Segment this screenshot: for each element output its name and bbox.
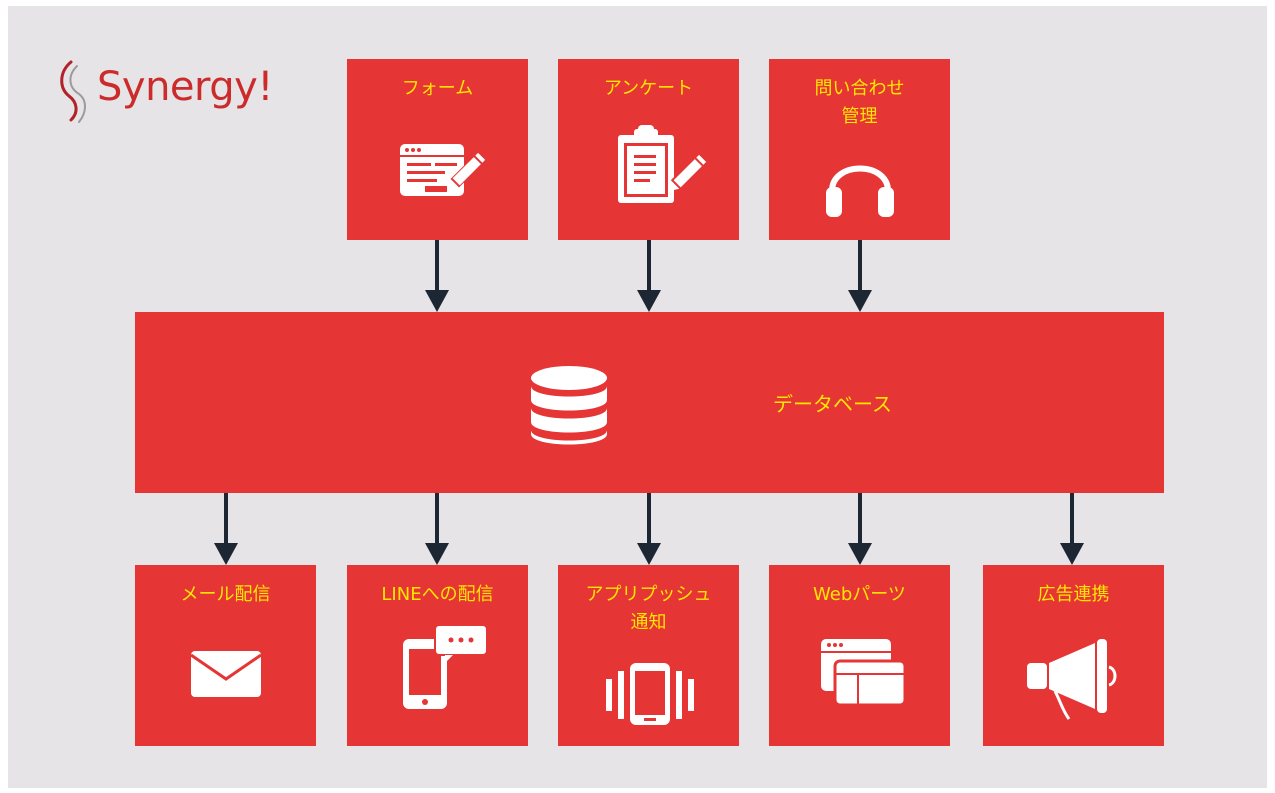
mobile-chat-icon xyxy=(403,624,488,709)
arrow-form-to-database xyxy=(425,240,449,312)
database-label: データベース xyxy=(773,392,892,416)
browser-windows-icon xyxy=(821,639,907,707)
output-box-mail: メール配信 xyxy=(135,565,316,746)
arrow-database-to-ads xyxy=(1060,493,1084,565)
output-box-push: アプリプッシュ 通知 xyxy=(558,565,739,746)
arrow-database-to-push xyxy=(637,493,661,565)
output-box-ads: 広告連携 xyxy=(983,565,1164,746)
megaphone-icon xyxy=(1027,639,1117,720)
output-label-line: LINEへの配信 xyxy=(381,584,494,605)
output-box-line: LINEへの配信 xyxy=(347,565,528,746)
output-label-ads: 広告連携 xyxy=(1037,584,1110,605)
input-box-inquiry: 問い合わせ 管理 xyxy=(769,59,950,240)
clipboard-edit-icon xyxy=(618,125,706,203)
input-label-inquiry: 問い合わせ 管理 xyxy=(814,78,905,127)
envelope-icon xyxy=(190,651,262,697)
arrow-survey-to-database xyxy=(637,240,661,312)
arrow-database-to-line xyxy=(425,493,449,565)
arrow-database-to-web xyxy=(848,493,872,565)
headphones-icon xyxy=(826,165,894,217)
logo-swirl-icon xyxy=(60,60,86,123)
logo-text: Synergy! xyxy=(97,64,273,110)
input-box-form: フォーム xyxy=(347,59,528,240)
synergy-logo: Synergy! xyxy=(57,58,297,128)
arrow-inquiry-to-database xyxy=(848,240,872,312)
output-box-web: Webパーツ xyxy=(769,565,950,746)
output-label-mail: メール配信 xyxy=(180,584,271,605)
database-box: データベース xyxy=(135,312,1164,493)
output-label-push: アプリプッシュ 通知 xyxy=(585,584,712,633)
input-box-survey: アンケート xyxy=(558,59,739,240)
input-label-survey: アンケート xyxy=(603,78,694,99)
vibrating-phone-icon xyxy=(606,663,694,725)
input-label-form: フォーム xyxy=(401,78,474,99)
form-edit-icon xyxy=(400,144,486,196)
database-icon xyxy=(531,366,607,445)
arrow-database-to-mail xyxy=(214,493,238,565)
output-label-web: Webパーツ xyxy=(813,584,906,605)
